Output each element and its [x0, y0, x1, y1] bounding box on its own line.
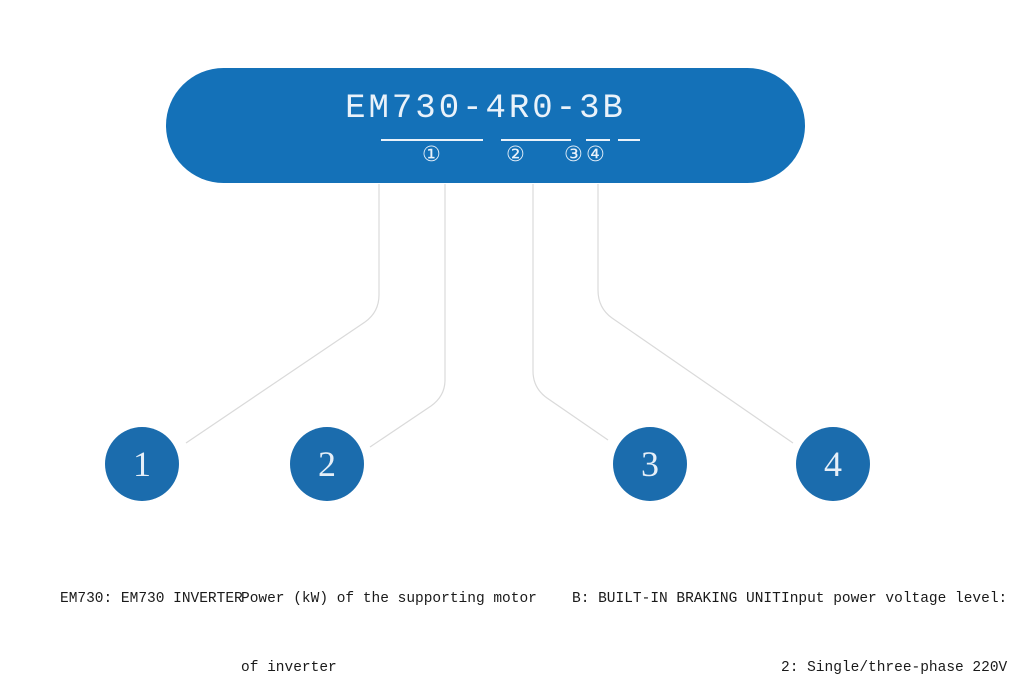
segment-underline-2: [501, 139, 571, 141]
segment-underline-3: [586, 139, 610, 141]
segment-underline-1: [381, 139, 483, 141]
circled-marker-4-icon: ④: [586, 142, 605, 166]
description-4-line-2: 2: Single/three-phase 220V: [781, 660, 1008, 676]
description-block-2: Power (kW) of the supporting motor of in…: [241, 542, 537, 684]
description-block-1: EM730: EM730 INVERTER: [60, 542, 243, 657]
description-4-line-1: Input power voltage level:: [781, 591, 1008, 607]
segment-underline-4: [618, 139, 640, 141]
number-circle-1: 1: [105, 427, 179, 501]
connector-1: [185, 184, 380, 444]
model-code-banner: EM730-4R0-3B ① ② ③ ④: [166, 68, 805, 183]
number-circle-2: 2: [290, 427, 364, 501]
circled-marker-1-icon: ①: [422, 142, 441, 166]
description-1-line-1: EM730: EM730 INVERTER: [60, 591, 243, 607]
model-code-text: EM730-4R0-3B: [345, 90, 626, 128]
banner-inner: EM730-4R0-3B ① ② ③ ④: [166, 68, 805, 183]
description-block-3: B: BUILT-IN BRAKING UNIT: [572, 542, 781, 657]
connector-3: [532, 184, 609, 441]
description-2-line-2: of inverter: [241, 660, 337, 676]
description-2-line-1: Power (kW) of the supporting motor: [241, 591, 537, 607]
number-circle-4: 4: [796, 427, 870, 501]
description-block-4: Input power voltage level: 2: Single/thr…: [781, 542, 1011, 684]
connector-2: [369, 184, 446, 448]
circled-marker-3-icon: ③: [564, 142, 583, 166]
number-circle-3: 3: [613, 427, 687, 501]
connector-4: [597, 184, 794, 444]
description-3-line-1: B: BUILT-IN BRAKING UNIT: [572, 591, 781, 607]
circled-marker-2-icon: ②: [506, 142, 525, 166]
